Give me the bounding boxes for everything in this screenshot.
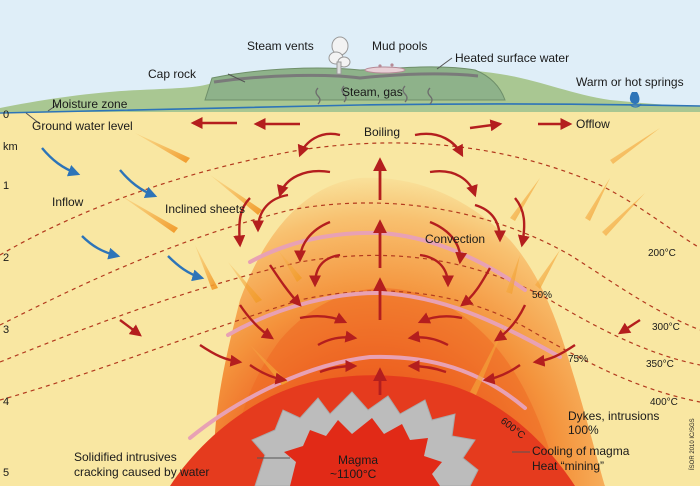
- label-50pct: 50%: [532, 290, 552, 301]
- label-moisture-zone: Moisture zone: [52, 97, 128, 111]
- label-dykes-line1: Dykes, intrusions: [568, 409, 659, 423]
- label-inclined-sheets: Inclined sheets: [165, 202, 245, 216]
- label-300c: 300°C: [652, 322, 680, 333]
- depth-tick-2: 2: [3, 252, 9, 264]
- label-cooling-line1: Cooling of magma: [532, 444, 630, 458]
- label-cooling-line2: Heat “mining”: [532, 459, 604, 473]
- label-400c: 400°C: [650, 397, 678, 408]
- label-magma-line1: Magma: [338, 453, 378, 467]
- label-heated-surface-water: Heated surface water: [455, 51, 569, 65]
- label-steam-vents: Steam vents: [247, 39, 314, 53]
- label-convection: Convection: [425, 232, 485, 246]
- depth-tick-0: 0: [3, 109, 9, 121]
- credit: ÍSOR 2010 IC/SGS: [689, 418, 696, 470]
- label-steam-gas: Steam, gas: [342, 85, 403, 99]
- label-dykes-line2: 100%: [568, 423, 599, 437]
- label-boiling: Boiling: [364, 125, 400, 139]
- label-inflow: Inflow: [52, 195, 84, 209]
- label-solidified-line2: cracking caused by water: [74, 465, 209, 479]
- label-200c: 200°C: [648, 248, 676, 259]
- label-warm-springs: Warm or hot springs: [576, 75, 684, 89]
- depth-tick-5: 5: [3, 467, 9, 479]
- label-ground-water-level: Ground water level: [32, 119, 133, 133]
- label-350c: 350°C: [646, 359, 674, 370]
- depth-unit: km: [3, 141, 18, 153]
- depth-tick-3: 3: [3, 324, 9, 336]
- depth-tick-1: 1: [3, 180, 9, 192]
- label-mud-pools: Mud pools: [372, 39, 427, 53]
- label-cap-rock: Cap rock: [148, 67, 197, 81]
- label-magma-line2: ~1100°C: [330, 467, 377, 481]
- label-offlow: Offlow: [576, 117, 610, 131]
- label-75pct: 75%: [568, 354, 588, 365]
- label-solidified-line1: Solidified intrusives: [74, 450, 177, 464]
- depth-tick-4: 4: [3, 396, 9, 408]
